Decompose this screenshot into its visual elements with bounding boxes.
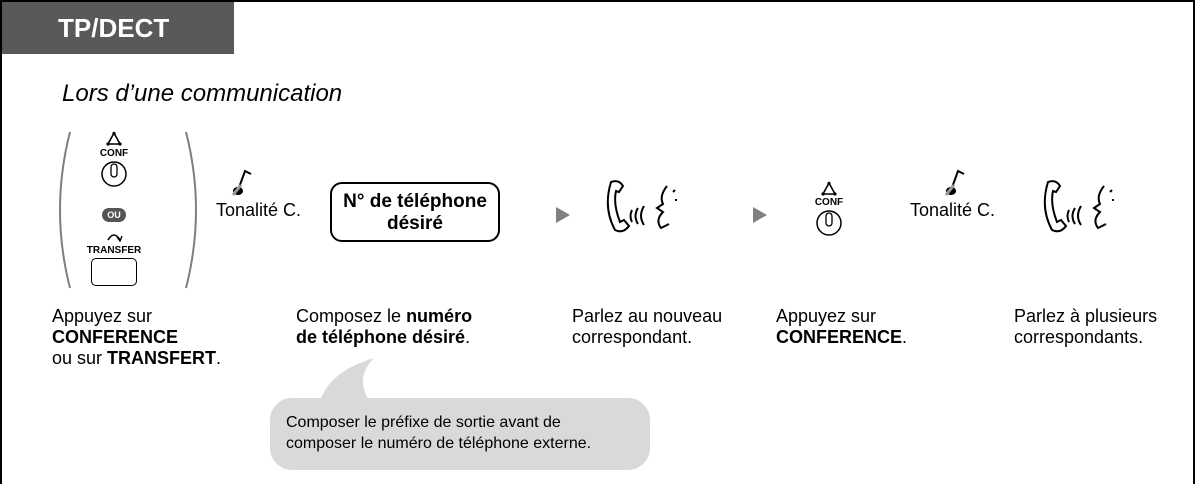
talk-handset-icon-2 — [1043, 180, 1114, 233]
next-arrow-icon — [556, 207, 570, 223]
tone-note-icon-2 — [944, 169, 965, 196]
conf-button-icon-2[interactable] — [815, 209, 843, 237]
caption-step-4: Appuyez sur CONFERENCE. — [776, 306, 908, 347]
hint-line-2: composer le numéro de téléphone externe. — [286, 435, 592, 452]
transfer-button[interactable] — [91, 258, 137, 286]
caption-step-1: Appuyez sur CONFERENCE ou sur TRANSFERT. — [52, 306, 222, 368]
caption-step-2: Composez le numéro de téléphone désiré. — [296, 306, 473, 347]
ou-badge: OU — [102, 208, 126, 222]
conf-key-label: CONF — [99, 148, 129, 159]
tone-label-2: Tonalité C. — [910, 200, 996, 220]
phone-number-line1: N° de téléphone — [343, 191, 487, 212]
tone-label-1: Tonalité C. — [216, 200, 302, 220]
hint-bubble: Composer le préfixe de sortie avant de c… — [270, 398, 650, 470]
conf-button-icon[interactable] — [100, 160, 128, 188]
caption-step-3: Parlez au nouveau correspondant. — [572, 306, 723, 347]
key-group-bracket — [59, 131, 197, 289]
tone-note-icon — [231, 169, 252, 196]
next-arrow-icon-2 — [753, 207, 767, 223]
hint-line-1: Composer le préfixe de sortie avant de — [286, 414, 561, 431]
context-title: Lors d’une communication — [62, 80, 343, 107]
transfer-key-label: TRANSFER — [86, 245, 142, 256]
transfer-arrow-icon — [107, 234, 123, 242]
conf-key-label-2: CONF — [814, 197, 844, 208]
conference-triangle-icon — [106, 131, 122, 146]
hint-bubble-tail — [320, 358, 374, 402]
phone-number-line2: désiré — [387, 213, 443, 234]
phone-number-box: N° de téléphone désiré — [330, 182, 500, 242]
caption-step-5: Parlez à plusieurs correspondants. — [1014, 306, 1158, 347]
mode-tab: TP/DECT — [2, 2, 234, 54]
talk-handset-icon — [606, 180, 677, 233]
conference-triangle-icon-2 — [821, 181, 837, 196]
